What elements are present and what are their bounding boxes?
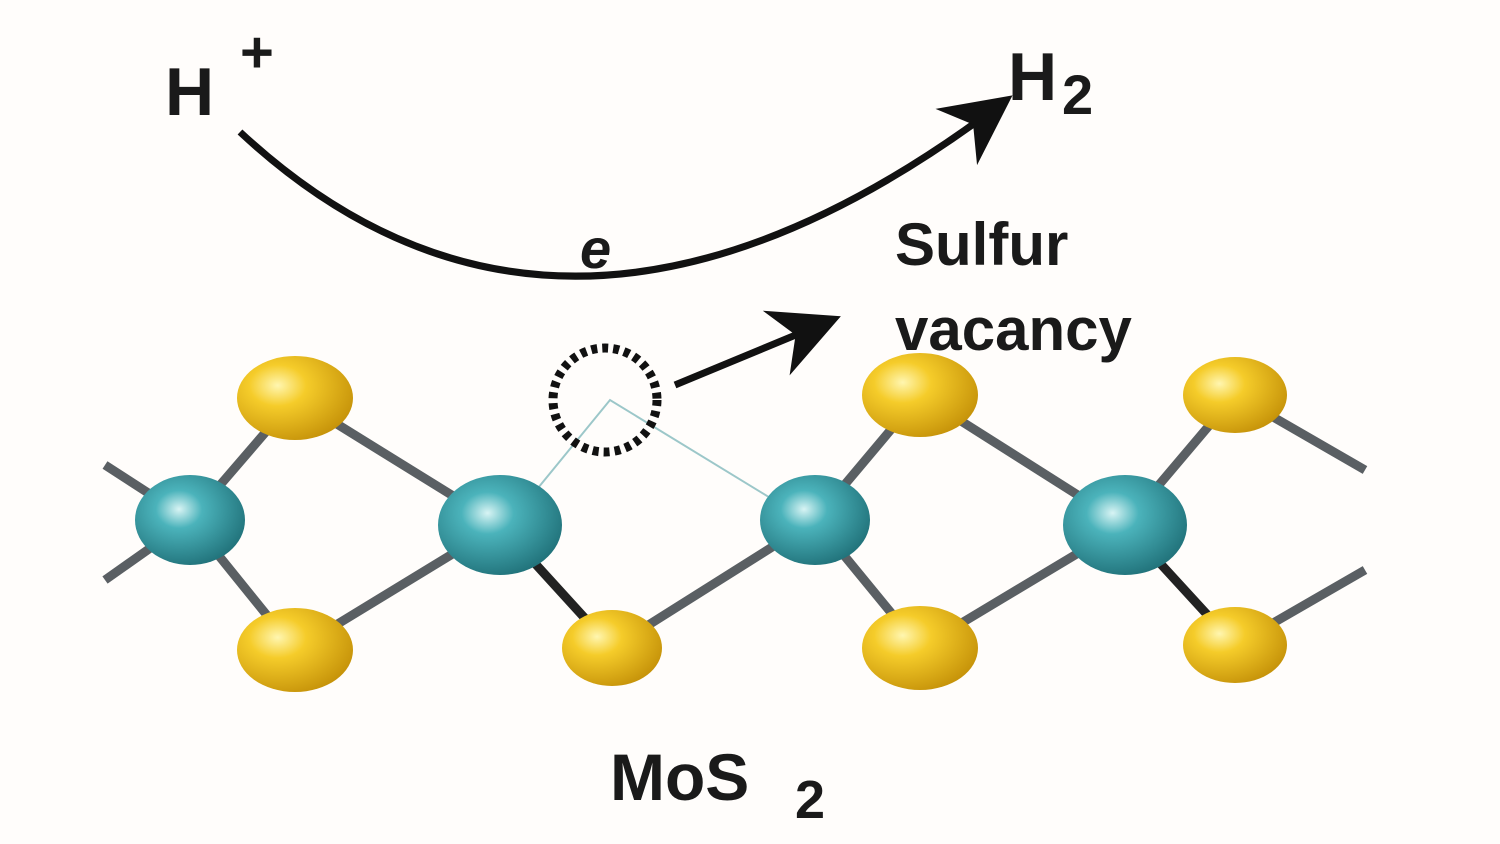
product-label: H [1008,39,1057,115]
product-subscript: 2 [1062,63,1093,126]
molybdenum-atom [1063,475,1187,575]
reactant-label: H [165,54,214,130]
sulfur-atoms [237,353,1287,692]
sulfur-atom [862,606,978,690]
material-label: MoS [610,740,749,814]
vacancy-pointer-arrow [673,310,841,389]
sulfur-atom [237,608,353,692]
electron-transfer-arrow [237,95,1013,280]
sulfur-vacancy-marker [548,343,662,457]
sulfur-atom [862,353,978,437]
sulfur-atom [1183,607,1287,683]
vacancy-label-line1: Sulfur [895,211,1068,278]
vacancy-label-line2: vacancy [895,296,1132,363]
molybdenum-atom [438,475,562,575]
vacancy-ghost-bonds [519,398,791,511]
molybdenum-atom [760,475,870,565]
molybdenum-atom [135,475,245,565]
sulfur-atom [1183,357,1287,433]
sulfur-atom [237,356,353,440]
sulfur-atom [562,610,662,686]
reactant-charge: + [240,20,274,85]
material-subscript: 2 [795,770,825,830]
molybdenum-atoms [135,475,1187,575]
electron-label: e [580,217,611,280]
